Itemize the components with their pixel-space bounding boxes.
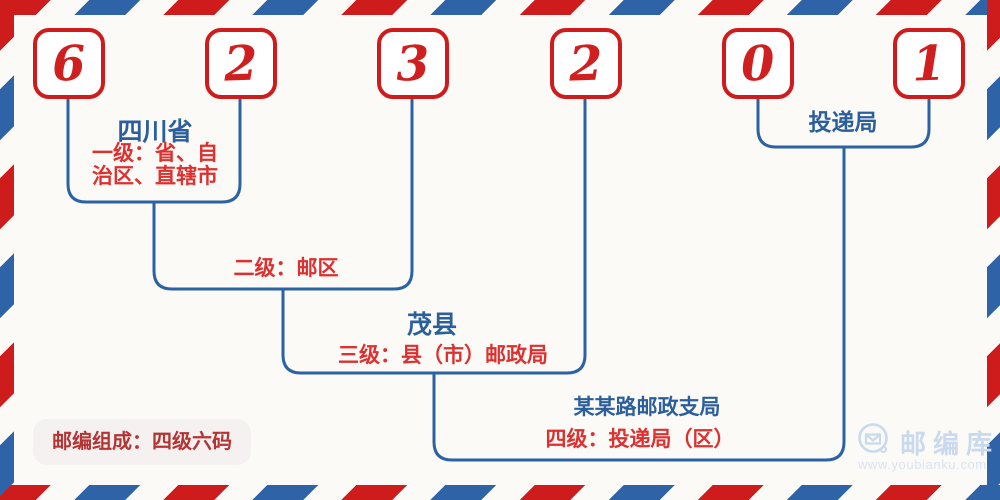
postal-digit-box-1: 6: [33, 28, 105, 99]
county-name-label: 茂县: [406, 311, 458, 339]
postal-digit-box-5: 0: [722, 28, 794, 99]
branch-name-label: 某某路邮政支局: [573, 396, 721, 419]
delivery-bureau-label: 投递局: [808, 109, 878, 135]
site-name[interactable]: 邮编库: [900, 429, 1000, 459]
bracket-level4: [432, 147, 846, 462]
postal-digit: 6: [51, 34, 87, 93]
postal-digit: 1: [911, 34, 947, 93]
postal-digit: 0: [740, 34, 776, 93]
postal-digit: 2: [223, 34, 259, 93]
level2-label: 二级：邮区: [233, 257, 339, 280]
postal-digit-box-4: 2: [550, 28, 622, 99]
composition-note: 邮编组成：四级六码: [33, 419, 251, 465]
level4-label: 四级：投递局（区）: [545, 428, 735, 451]
postal-digit: 2: [568, 34, 604, 93]
postal-digit-box-2: 2: [205, 28, 277, 99]
level1-line2: 治区、直辖市: [92, 165, 218, 188]
bracket-delivery: [756, 99, 931, 149]
youbianku-logo[interactable]: 邮编库 www.youbianku.com: [856, 420, 996, 476]
level1-line1: 一级：省、自: [92, 142, 218, 165]
level1-label: 一级：省、自 治区、直辖市: [92, 142, 218, 188]
envelope-icon: [858, 423, 888, 454]
postal-digit-box-6: 1: [893, 28, 965, 99]
site-url[interactable]: www.youbianku.com: [858, 457, 987, 472]
postal-digit: 3: [395, 34, 431, 93]
postal-digit-box-3: 3: [377, 28, 449, 99]
province-name-label: 四川省: [117, 118, 193, 146]
level3-label: 三级：县（市）邮政局: [338, 344, 548, 367]
